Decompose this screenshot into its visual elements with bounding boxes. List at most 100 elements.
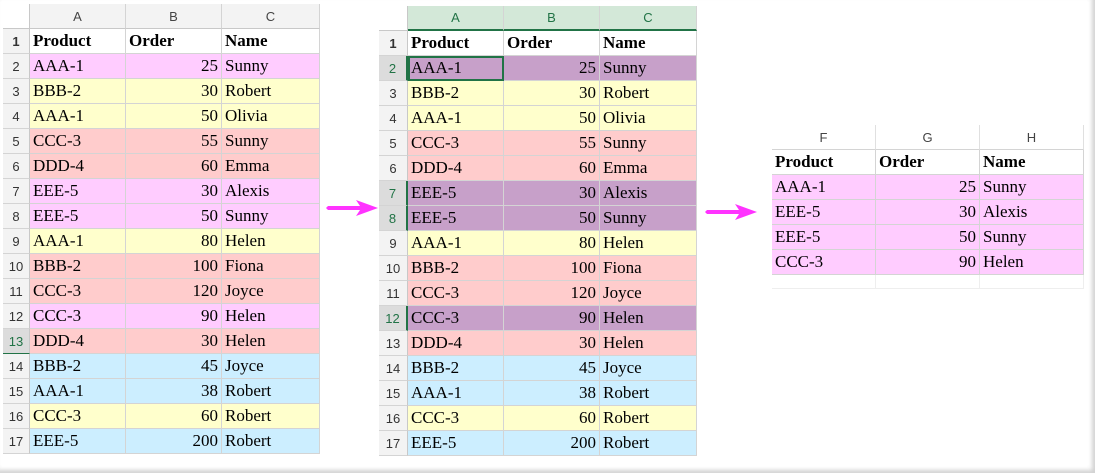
product-cell[interactable]: EEE-5 [772, 200, 876, 225]
row-number[interactable]: 6 [379, 156, 408, 181]
order-cell[interactable]: 120 [504, 281, 600, 306]
row-number[interactable]: 2 [3, 54, 30, 79]
name-cell[interactable]: Helen [222, 229, 320, 254]
select-all-corner[interactable] [3, 4, 30, 29]
order-cell[interactable]: 55 [126, 129, 222, 154]
product-cell[interactable]: BBB-2 [30, 354, 126, 379]
product-cell[interactable]: CCC-3 [30, 279, 126, 304]
order-cell[interactable]: 38 [504, 381, 600, 406]
product-cell[interactable]: AAA-1 [408, 381, 504, 406]
row-number[interactable]: 11 [379, 281, 408, 306]
order-cell[interactable]: 30 [876, 200, 980, 225]
row-number[interactable]: 2 [379, 56, 408, 81]
order-cell[interactable]: 60 [126, 154, 222, 179]
row-number[interactable]: 13 [379, 331, 408, 356]
order-cell[interactable]: 50 [126, 204, 222, 229]
product-cell[interactable]: EEE-5 [408, 431, 504, 456]
row-number[interactable]: 10 [379, 256, 408, 281]
order-cell[interactable]: 50 [504, 206, 600, 231]
product-cell[interactable]: EEE-5 [30, 429, 126, 454]
order-cell[interactable]: 30 [126, 179, 222, 204]
row-number[interactable]: 3 [3, 79, 30, 104]
row-number[interactable]: 14 [379, 356, 408, 381]
row-number[interactable]: 17 [379, 431, 408, 456]
name-cell[interactable]: Joyce [600, 356, 697, 381]
header-cell-order[interactable]: Order [504, 31, 600, 56]
column-header-c[interactable]: C [600, 6, 697, 31]
product-cell[interactable]: CCC-3 [30, 304, 126, 329]
name-cell[interactable]: Emma [600, 156, 697, 181]
order-cell[interactable]: 100 [126, 254, 222, 279]
name-cell[interactable]: Robert [222, 404, 320, 429]
row-number[interactable]: 11 [3, 279, 30, 304]
name-cell[interactable]: Robert [600, 381, 697, 406]
order-cell[interactable]: 50 [504, 106, 600, 131]
product-cell[interactable]: AAA-1 [30, 54, 126, 79]
name-cell[interactable]: Sunny [600, 206, 697, 231]
header-cell-name[interactable]: Name [222, 29, 320, 54]
name-cell[interactable]: Helen [600, 231, 697, 256]
name-cell[interactable]: Helen [222, 329, 320, 354]
name-cell[interactable]: Alexis [980, 200, 1084, 225]
name-cell[interactable]: Helen [980, 250, 1084, 275]
row-number[interactable]: 12 [379, 306, 408, 331]
order-cell[interactable]: 30 [504, 81, 600, 106]
name-cell[interactable]: Joyce [600, 281, 697, 306]
name-cell[interactable]: Helen [600, 331, 697, 356]
row-number[interactable]: 14 [3, 354, 30, 379]
row-number[interactable]: 1 [379, 31, 408, 56]
row-number[interactable]: 9 [3, 229, 30, 254]
order-cell[interactable]: 45 [504, 356, 600, 381]
header-cell-order[interactable]: Order [126, 29, 222, 54]
empty-cell[interactable] [980, 275, 1084, 289]
order-cell[interactable]: 90 [876, 250, 980, 275]
name-cell[interactable]: Robert [222, 429, 320, 454]
row-number[interactable]: 5 [379, 131, 408, 156]
order-cell[interactable]: 90 [126, 304, 222, 329]
product-cell[interactable]: CCC-3 [408, 406, 504, 431]
product-cell[interactable]: EEE-5 [772, 225, 876, 250]
name-cell[interactable]: Fiona [600, 256, 697, 281]
header-cell-name[interactable]: Name [600, 31, 697, 56]
row-number[interactable]: 6 [3, 154, 30, 179]
column-header-g[interactable]: G [876, 125, 980, 150]
empty-cell[interactable] [772, 275, 876, 289]
order-cell[interactable]: 100 [504, 256, 600, 281]
product-cell[interactable]: BBB-2 [408, 256, 504, 281]
name-cell[interactable]: Helen [600, 306, 697, 331]
product-cell[interactable]: EEE-5 [30, 179, 126, 204]
order-cell[interactable]: 60 [126, 404, 222, 429]
product-cell[interactable]: BBB-2 [408, 81, 504, 106]
order-cell[interactable]: 30 [504, 181, 600, 206]
row-number[interactable]: 13 [3, 329, 30, 354]
order-cell[interactable]: 30 [504, 331, 600, 356]
row-number[interactable]: 4 [3, 104, 30, 129]
column-header-a[interactable]: A [408, 6, 504, 31]
header-cell-order[interactable]: Order [876, 150, 980, 175]
row-number[interactable]: 10 [3, 254, 30, 279]
product-cell[interactable]: AAA-1 [30, 379, 126, 404]
order-cell[interactable]: 80 [504, 231, 600, 256]
order-cell[interactable]: 38 [126, 379, 222, 404]
product-cell[interactable]: CCC-3 [408, 131, 504, 156]
name-cell[interactable]: Joyce [222, 279, 320, 304]
row-number[interactable]: 15 [379, 381, 408, 406]
name-cell[interactable]: Joyce [222, 354, 320, 379]
column-header-b[interactable]: B [504, 6, 600, 31]
name-cell[interactable]: Robert [600, 431, 697, 456]
row-number[interactable]: 8 [3, 204, 30, 229]
row-number[interactable]: 15 [3, 379, 30, 404]
row-number[interactable]: 16 [379, 406, 408, 431]
header-cell-product[interactable]: Product [30, 29, 126, 54]
product-cell[interactable]: AAA-1 [408, 56, 504, 81]
order-cell[interactable]: 90 [504, 306, 600, 331]
row-number[interactable]: 5 [3, 129, 30, 154]
name-cell[interactable]: Olivia [600, 106, 697, 131]
row-number[interactable]: 16 [3, 404, 30, 429]
product-cell[interactable]: AAA-1 [772, 175, 876, 200]
row-number[interactable]: 9 [379, 231, 408, 256]
order-cell[interactable]: 200 [126, 429, 222, 454]
row-number[interactable]: 4 [379, 106, 408, 131]
product-cell[interactable]: CCC-3 [30, 404, 126, 429]
name-cell[interactable]: Sunny [222, 129, 320, 154]
